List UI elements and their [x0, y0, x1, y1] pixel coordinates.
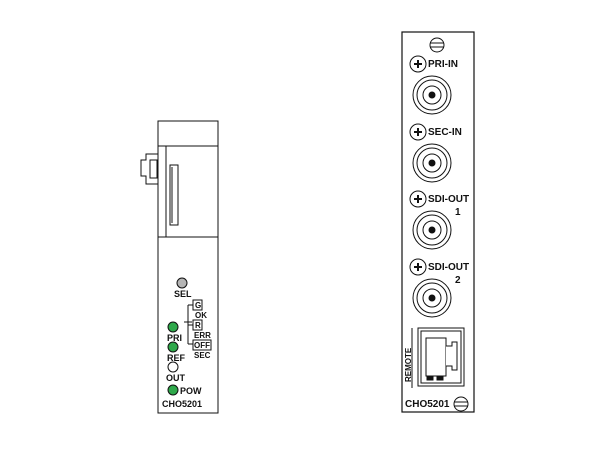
- connector-sec-in[interactable]: [409, 123, 452, 183]
- sel-button[interactable]: [176, 277, 188, 289]
- front-card: [140, 120, 219, 414]
- latch-clip: [149, 159, 158, 179]
- screw-icon: [409, 55, 427, 73]
- connector-sdi-out-2-label: SDI-OUT: [428, 262, 469, 273]
- screw-icon: [409, 258, 427, 276]
- switch-label-ok: OK: [195, 311, 207, 320]
- latch-bracket: [140, 153, 158, 185]
- connector-sdi-out-1-number: 1: [455, 207, 461, 218]
- handle-grip: [169, 164, 179, 226]
- connector-sdi-out-2-number: 2: [455, 275, 461, 286]
- bottom-screw-icon: [453, 396, 469, 412]
- front-model-label: CHO5201: [162, 399, 202, 409]
- switch-pos-off: OFF: [194, 341, 210, 350]
- rear-model-label: CHO5201: [405, 399, 450, 410]
- switch-label-sec: SEC: [194, 351, 211, 360]
- front-card-upper: [157, 120, 219, 238]
- screw-icon: [409, 123, 427, 141]
- bnc-connector-icon: [412, 75, 452, 115]
- bnc-connector-icon: [412, 210, 452, 250]
- connector-pri-in[interactable]: [409, 55, 452, 115]
- bnc-connector-icon: [412, 278, 452, 318]
- switch-label-err: ERR: [194, 331, 211, 340]
- front-panel: [157, 236, 219, 414]
- led-out: [167, 361, 179, 373]
- connector-sdi-out-1[interactable]: [409, 190, 452, 250]
- connector-sdi-out-1-label: SDI-OUT: [428, 194, 469, 205]
- top-screw-icon: [429, 37, 445, 53]
- led-pri-label: PRI: [167, 333, 182, 343]
- connector-sdi-out-2[interactable]: [409, 258, 452, 318]
- screw-icon: [409, 190, 427, 208]
- bnc-connector-icon: [412, 143, 452, 183]
- led-ref-label: REF: [167, 353, 186, 363]
- connector-sec-in-label: SEC-IN: [428, 127, 462, 138]
- led-pow: [167, 384, 179, 396]
- switch-pos-g: G: [195, 301, 201, 310]
- sel-label: SEL: [174, 289, 192, 299]
- led-out-label: OUT: [166, 373, 186, 383]
- led-pri: [167, 321, 179, 333]
- remote-label: REMOTE: [404, 347, 413, 382]
- rj45-port-icon[interactable]: [411, 327, 465, 388]
- mode-switch[interactable]: [184, 299, 212, 351]
- led-ref: [167, 341, 179, 353]
- connector-pri-in-label: PRI-IN: [428, 59, 458, 70]
- switch-pos-r: R: [195, 321, 201, 330]
- led-pow-label: POW: [180, 386, 202, 396]
